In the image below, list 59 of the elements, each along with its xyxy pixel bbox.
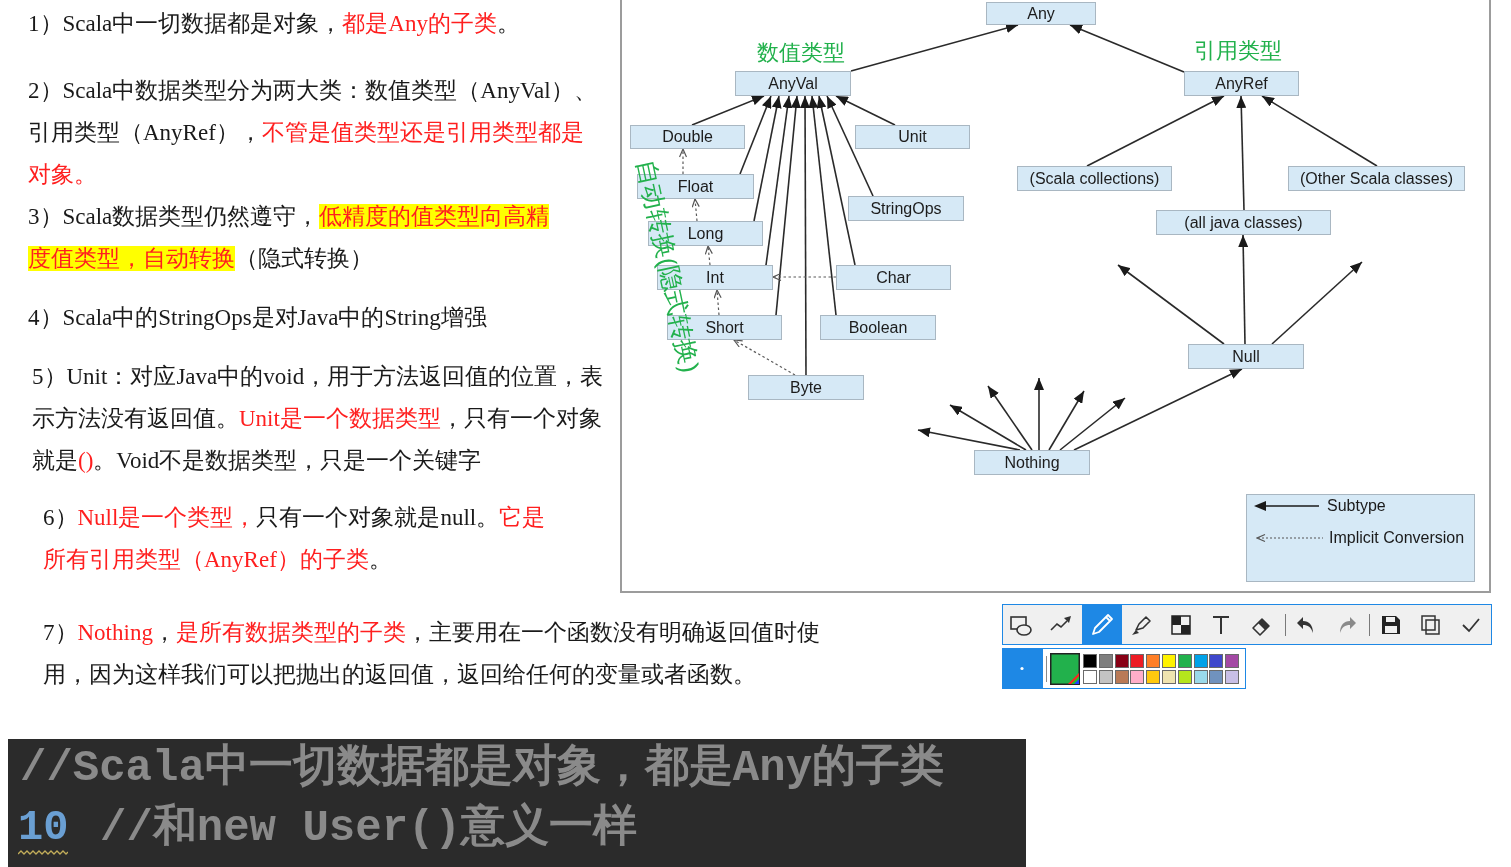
- type-box: StringOps: [848, 196, 964, 221]
- category-heading: 引用类型: [1194, 38, 1282, 64]
- arrow: [691, 95, 765, 126]
- dashed-arrow: [691, 198, 700, 222]
- arrow: [826, 95, 874, 197]
- dashed-arrow: [713, 289, 722, 316]
- paragraph: 6）Null是一个类型，只有一个对象就是null。它是所有引用类型（AnyRef）的子类。: [43, 504, 546, 574]
- arrow: [1073, 368, 1243, 451]
- arrow: [775, 95, 801, 316]
- arrow: [987, 385, 1033, 451]
- type-box: (Other Scala classes): [1288, 166, 1465, 191]
- legend-label: Implicit Conversion: [1329, 528, 1465, 548]
- type-box: Char: [836, 265, 951, 290]
- arrow: [1059, 397, 1126, 451]
- paragraph: 7）Nothing，是所有数据类型的子类，主要用在一个函数没有明确返回值时使用，因为这样我们可以把抛出的返回值，返回给任何的变量或者函数。: [43, 619, 820, 689]
- paragraph: 5）Unit：对应Java中的void，用于方法返回值的位置，表示方法没有返回值。Unit是一个数据类型，只有一个对象就是()。Void不是数据类型，只是一个关键字: [32, 363, 604, 475]
- arrow: [800, 95, 811, 376]
- dashed-arrow: [733, 339, 796, 376]
- arrow: [1069, 24, 1185, 73]
- code-comment: //Scala中一切数据都是对象，都是Any的子类: [20, 742, 945, 794]
- paragraph: 1）Scala中一切数据都是对象，都是Any的子类。: [28, 10, 520, 38]
- arrow: [1238, 234, 1249, 345]
- arrow: [765, 95, 793, 266]
- arrow: [1271, 261, 1363, 345]
- dashed-arrow: [678, 148, 688, 175]
- paragraph: 4）Scala中的StringOps是对Java中的String增强: [28, 304, 487, 332]
- arrow: [753, 95, 782, 222]
- type-box: Nothing: [974, 450, 1090, 475]
- type-box: (all java classes): [1156, 210, 1331, 235]
- paragraph: 3）Scala数据类型仍然遵守，低精度的值类型向高精度值类型，自动转换（隐式转换）: [28, 203, 550, 273]
- type-box: Unit: [855, 125, 970, 149]
- code-comment: //和new User()意义一样: [100, 802, 637, 854]
- type-box: Boolean: [820, 315, 936, 340]
- type-box: AnyRef: [1184, 71, 1299, 96]
- type-box: Null: [1188, 344, 1304, 369]
- arrow: [739, 95, 772, 175]
- dashed-arrow: [772, 272, 837, 282]
- category-heading: 数值类型: [757, 40, 845, 66]
- arrow: [1236, 95, 1247, 211]
- line-number: 10: [18, 809, 69, 847]
- paragraph: 2）Scala中数据类型分为两大类：数值类型（AnyVal）、引用类型（AnyRef），不管是值类型还是引用类型都是对象。: [28, 77, 597, 189]
- arrow: [850, 23, 1019, 72]
- dashed-arrow: [704, 245, 713, 266]
- arrow: [1034, 377, 1044, 451]
- arrow: [808, 95, 837, 316]
- arrow: [835, 95, 896, 126]
- arrow: [917, 427, 1021, 451]
- arrow: [1117, 264, 1225, 345]
- arrow: [949, 404, 1027, 451]
- type-box: Byte: [748, 375, 864, 400]
- type-box: Any: [986, 2, 1096, 25]
- arrow: [816, 95, 856, 266]
- type-box: (Scala collections): [1017, 166, 1172, 191]
- type-box: AnyVal: [735, 71, 851, 96]
- arrow: [1086, 95, 1225, 167]
- type-box: Double: [630, 125, 745, 149]
- arrow: [1261, 95, 1378, 167]
- arrow: [1048, 390, 1085, 451]
- legend-label: Subtype: [1327, 496, 1386, 516]
